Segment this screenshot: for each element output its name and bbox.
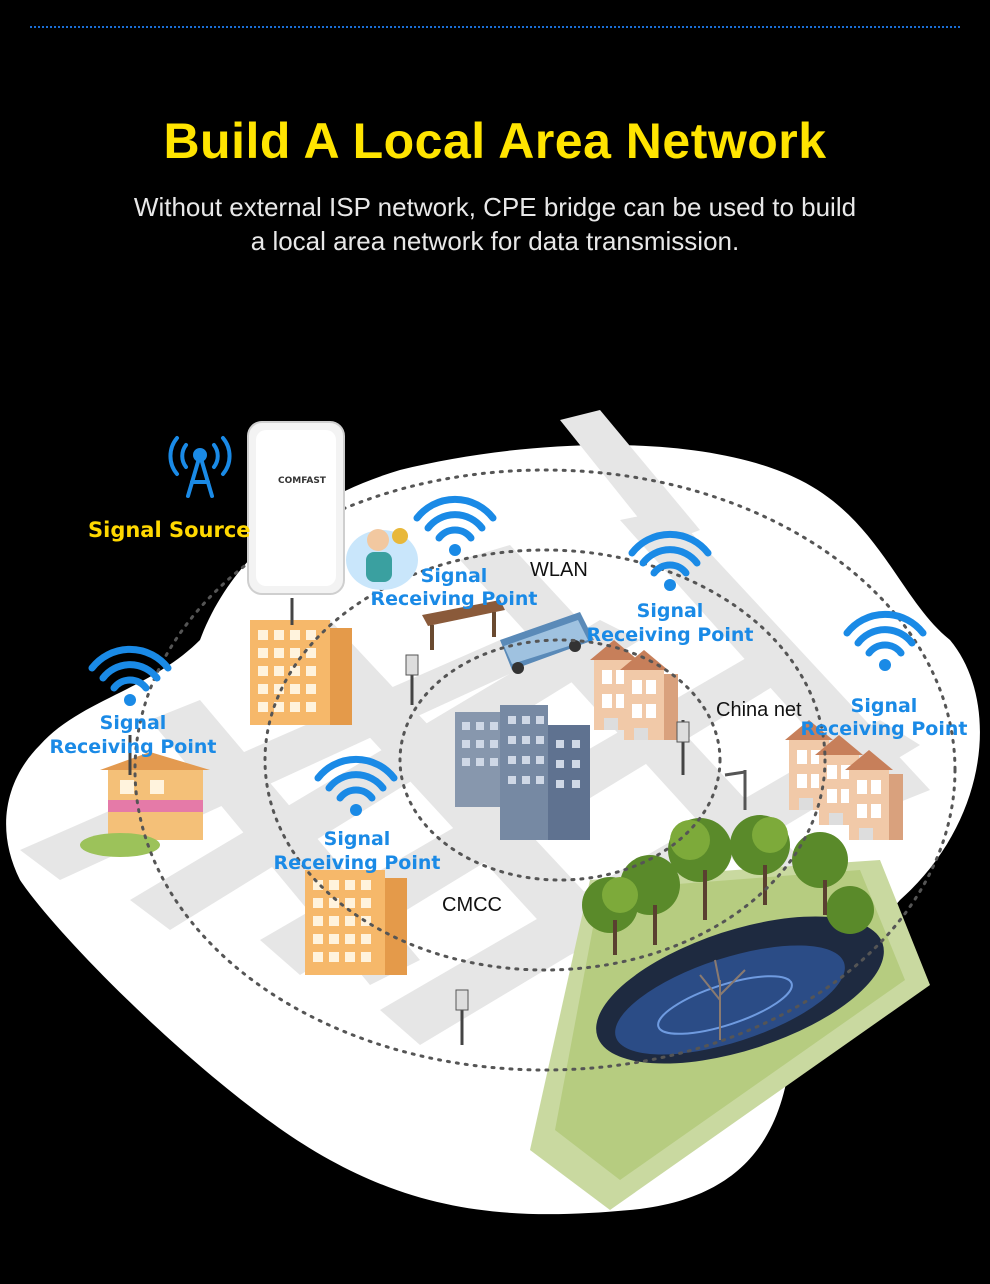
signal-tower-icon xyxy=(168,436,232,498)
page-subtitle: Without external ISP network, CPE bridge… xyxy=(0,190,990,258)
subtitle-line-1: Without external ISP network, CPE bridge… xyxy=(133,192,857,222)
cpe-device: COMFAST xyxy=(247,421,345,595)
coverage-rings xyxy=(133,468,957,1072)
street-light xyxy=(724,770,747,810)
signal-source-label: Signal Source xyxy=(88,518,251,542)
network-label-china-net: China net xyxy=(716,699,802,721)
network-label-cmcc: CMCC xyxy=(442,894,502,916)
receiving-point-4-line2: Receiving Point xyxy=(50,736,217,758)
receiving-point-5-line2: Receiving Point xyxy=(274,852,441,874)
page-title: Build A Local Area Network xyxy=(163,113,827,169)
receiving-point-5-line1: Signal xyxy=(324,828,391,850)
receiving-point-1-line2: Receiving Point xyxy=(371,588,538,610)
receiving-point-4-line1: Signal xyxy=(100,712,167,734)
buildings xyxy=(80,600,903,975)
receiving-point-3-line2: Receiving Point xyxy=(801,718,968,740)
park xyxy=(530,815,930,1210)
network-label-wlan: WLAN xyxy=(530,559,588,581)
subtitle-line-2: a local area network for data transmissi… xyxy=(250,226,740,256)
receiving-point-3-line1: Signal xyxy=(851,695,918,717)
device-brand: COMFAST xyxy=(278,476,327,486)
receiving-point-2-line2: Receiving Point xyxy=(587,624,754,646)
user-bubble xyxy=(346,528,418,590)
office-building xyxy=(455,705,590,840)
cafe-building xyxy=(80,752,210,857)
bus-stop xyxy=(422,600,505,650)
top-dotted-divider xyxy=(30,26,960,28)
receiving-point-1-line1: Signal xyxy=(421,565,488,587)
receiving-point-2-line1: Signal xyxy=(637,600,704,622)
